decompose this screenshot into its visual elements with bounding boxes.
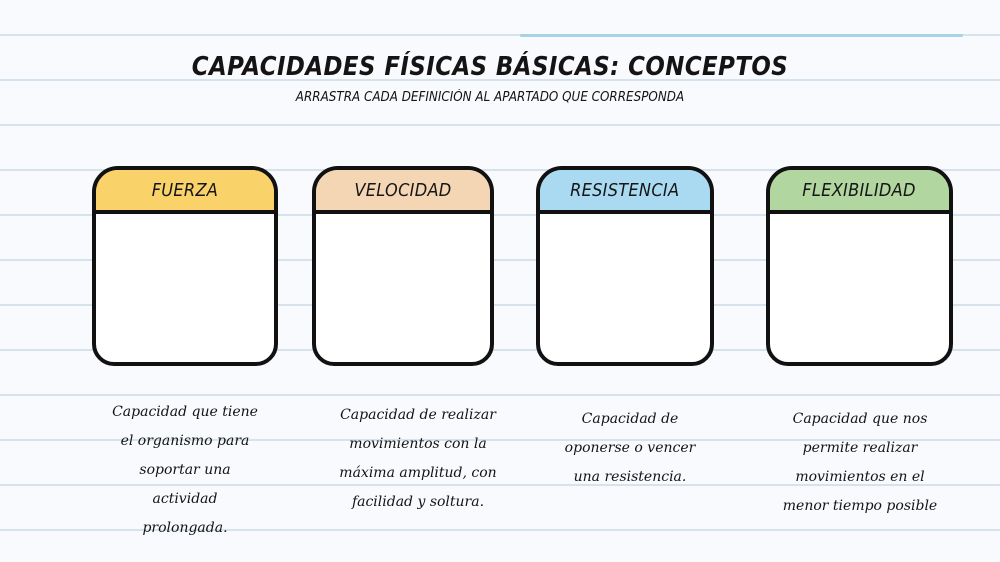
category-card-flexibilidad: FLEXIBILIDAD <box>766 166 953 366</box>
page-title: CAPACIDADES FÍSICAS BÁSICAS: CONCEPTOS <box>191 52 789 82</box>
category-label: FLEXIBILIDAD <box>802 179 917 201</box>
draggable-definition-2[interactable]: Capacidad de realizar movimientos con la… <box>339 407 497 510</box>
drop-zone-fuerza[interactable] <box>96 214 274 362</box>
category-header-flexibilidad: FLEXIBILIDAD <box>770 170 949 214</box>
instructions: ARRASTRA CADA DEFINICIÓN AL APARTADO QUE… <box>295 90 685 105</box>
category-header-fuerza: FUERZA <box>96 170 274 214</box>
draggable-definition-3[interactable]: Capacidad de oponerse o vencer una resis… <box>564 411 696 485</box>
category-label: FUERZA <box>151 179 219 201</box>
draggable-definition-4[interactable]: Capacidad que nos permite realizar movim… <box>782 411 938 514</box>
category-header-resistencia: RESISTENCIA <box>540 170 710 214</box>
category-label: VELOCIDAD <box>354 179 452 201</box>
drop-zone-flexibilidad[interactable] <box>770 214 949 362</box>
top-accent-line <box>520 34 963 37</box>
drop-zone-velocidad[interactable] <box>316 214 490 362</box>
category-card-velocidad: VELOCIDAD <box>312 166 494 366</box>
drop-zone-resistencia[interactable] <box>540 214 710 362</box>
category-card-resistencia: RESISTENCIA <box>536 166 714 366</box>
draggable-definition-1[interactable]: Capacidad que tiene el organismo para so… <box>112 404 258 536</box>
category-header-velocidad: VELOCIDAD <box>316 170 490 214</box>
category-label: RESISTENCIA <box>570 179 680 201</box>
category-card-fuerza: FUERZA <box>92 166 278 366</box>
